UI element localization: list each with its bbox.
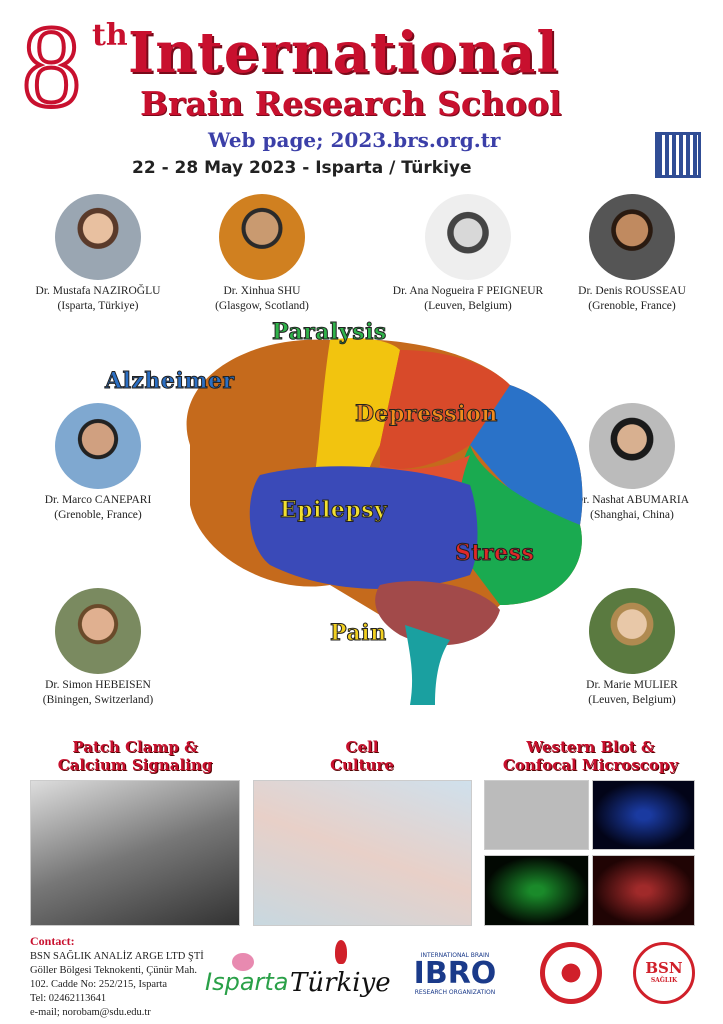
turkiye-logo: Türkiye <box>290 968 391 998</box>
speaker-card: Dr. Marie MULIER (Leuven, Belgium) <box>542 588 722 708</box>
speaker-name: Dr. Xinhua SHU <box>223 285 301 297</box>
event-dates: 22 - 28 May 2023 - Isparta / Türkiye <box>132 158 472 178</box>
speaker-name: Dr. Marie MULIER <box>586 679 678 691</box>
speaker-photo <box>219 194 305 280</box>
rose-icon <box>232 953 254 971</box>
contact-title: Contact: <box>30 934 75 948</box>
speaker-place: (Leuven, Belgium) <box>424 300 512 312</box>
speaker-photo <box>589 403 675 489</box>
speaker-place: (Grenoble, France) <box>54 509 142 521</box>
speaker-photo <box>425 194 511 280</box>
patch-clamp-photo <box>30 780 240 926</box>
ibro-logo: INTERNATIONAL BRAIN IBRO RESEARCH ORGANI… <box>413 952 497 996</box>
speaker-card: Dr. Marco CANEPARI (Grenoble, France) <box>8 403 188 523</box>
brain-illustration <box>186 338 583 705</box>
microscopy-red <box>592 855 695 926</box>
web-link[interactable]: Web page; 2023.brs.org.tr <box>208 128 501 152</box>
microscopy-brightfield <box>484 780 589 850</box>
speaker-place: (Shanghai, China) <box>590 509 674 521</box>
qr-code[interactable] <box>655 132 701 178</box>
topic-depression: Depression <box>355 401 498 428</box>
speaker-place: (Glasgow, Scotland) <box>215 300 309 312</box>
speaker-card: Dr. Mustafa NAZIROĞLU (Isparta, Türkiye) <box>8 194 188 314</box>
speaker-photo <box>589 588 675 674</box>
isparta-logo: Isparta <box>205 968 289 996</box>
edition-number: 8 <box>20 1 83 132</box>
topic-epilepsy: Epilepsy <box>279 497 388 524</box>
title-line-2: Brain Research School <box>140 84 562 123</box>
speaker-card: Dr. Ana Nogueira F PEIGNEUR (Leuven, Belg… <box>368 194 568 314</box>
speaker-name: Dr. Marco CANEPARI <box>44 494 152 506</box>
section-heading: Western Blot &Confocal Microscopy <box>502 738 679 774</box>
contact-email[interactable]: e-mail; norobam@sdu.edu.tr <box>30 1007 151 1018</box>
topic-alzheimer: Alzheimer <box>105 368 235 395</box>
university-seal <box>540 942 602 1004</box>
contact-phone: Tel: 02462113641 <box>30 993 107 1004</box>
speaker-photo <box>589 194 675 280</box>
cell-culture-photo <box>253 780 472 926</box>
speaker-name: Dr. Simon HEBEISEN <box>45 679 151 691</box>
speaker-place: (Biningen, Switzerland) <box>42 694 154 706</box>
speaker-place: (Grenoble, France) <box>588 300 676 312</box>
speaker-name: Dr. Ana Nogueira F PEIGNEUR <box>392 285 544 297</box>
edition-suffix: th <box>92 18 128 53</box>
speaker-photo <box>55 403 141 489</box>
section-heading: Patch Clamp &Calcium Signaling <box>57 738 213 774</box>
contact-company: BSN SAĞLIK ANALİZ ARGE LTD ŞTİ <box>30 951 204 962</box>
contact-address: Göller Bölgesi Teknokenti, Çünür Mah. <box>30 965 198 976</box>
title-line-1: International <box>128 20 559 86</box>
contact-address: 102. Cadde No: 252/215, Isparta <box>30 979 168 990</box>
speaker-photo <box>55 194 141 280</box>
tulip-icon <box>335 940 347 964</box>
contact-block: Contact: BSN SAĞLIK ANALİZ ARGE LTD ŞTİ … <box>30 934 204 1020</box>
speaker-name: Dr. Denis ROUSSEAU <box>578 285 686 297</box>
speaker-card: Dr. Xinhua SHU (Glasgow, Scotland) <box>172 194 352 314</box>
speaker-place: (Leuven, Belgium) <box>588 694 676 706</box>
speaker-card: Dr. Nashat ABUMARIA (Shanghai, China) <box>542 403 722 523</box>
speaker-name: Dr. Mustafa NAZIROĞLU <box>35 285 161 297</box>
speaker-name: Dr. Nashat ABUMARIA <box>574 494 690 506</box>
speaker-card: Dr. Denis ROUSSEAU (Grenoble, France) <box>542 194 722 314</box>
speaker-place: (Isparta, Türkiye) <box>57 300 139 312</box>
microscopy-green <box>484 855 589 926</box>
topic-pain: Pain <box>330 620 387 647</box>
microscopy-blue <box>592 780 695 850</box>
speaker-card: Dr. Simon HEBEISEN (Biningen, Switzerland… <box>8 588 188 708</box>
topic-paralysis: Paralysis <box>272 319 387 346</box>
speaker-photo <box>55 588 141 674</box>
topic-stress: Stress <box>454 540 535 567</box>
